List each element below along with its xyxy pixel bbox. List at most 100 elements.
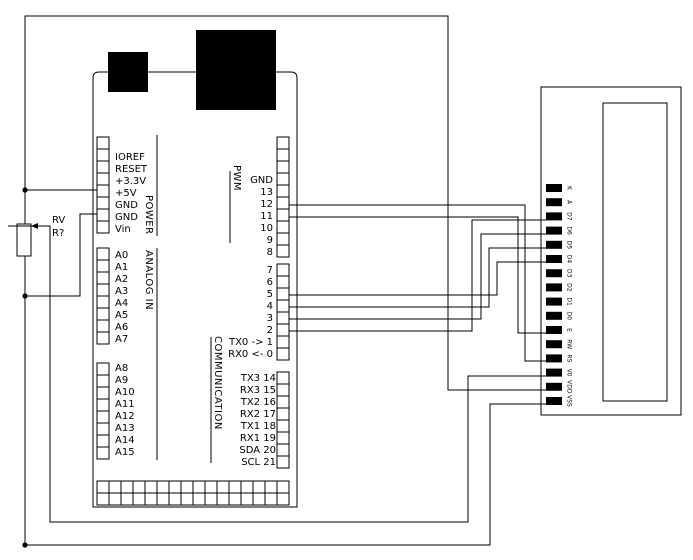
lcd-pin-5 bbox=[546, 255, 562, 263]
lcd-pin-0 bbox=[546, 184, 562, 192]
digital-pin-label: 2 bbox=[267, 325, 273, 336]
analog-pin-label: A15 bbox=[115, 447, 135, 458]
bottom-header-pin-1-13 bbox=[252, 492, 266, 506]
digital-pin-label: RX0 <- 0 bbox=[228, 349, 273, 360]
analog-header-b-pin-3 bbox=[96, 398, 110, 412]
power-pin-label: GND bbox=[115, 200, 138, 211]
bottom-header-pin-0-7 bbox=[180, 480, 194, 494]
lcd-pin-14 bbox=[546, 382, 562, 391]
power-pin-label: +3.3V bbox=[115, 176, 146, 187]
lcd-pin-11 bbox=[546, 340, 562, 349]
analog-pin-label: A3 bbox=[115, 286, 128, 297]
comm-header-pin-5 bbox=[276, 431, 290, 445]
pwm-header-pin-1 bbox=[276, 148, 290, 162]
lcd-pin-9 bbox=[546, 311, 562, 320]
bottom-header-pin-0-8 bbox=[192, 480, 206, 494]
power-header-pin-4 bbox=[96, 184, 110, 198]
lcd-pin-6 bbox=[546, 269, 562, 278]
pwm-header-pin-3 bbox=[276, 172, 290, 186]
pwm-pin-label: 12 bbox=[260, 199, 273, 210]
comm-header-pin-6 bbox=[276, 443, 290, 457]
bottom-header-pin-1-10 bbox=[216, 492, 230, 506]
analog-pin-label: A7 bbox=[115, 334, 128, 345]
bottom-header-pin-0-12 bbox=[240, 480, 254, 494]
bottom-header-pin-1-15 bbox=[276, 492, 290, 506]
junction-dot-0 bbox=[22, 187, 28, 193]
lcd-pin-label: D0 bbox=[566, 312, 573, 321]
lcd-pin-15 bbox=[546, 397, 562, 405]
analog-header-a-pin-2 bbox=[96, 271, 110, 285]
pwm-header-pin-2 bbox=[276, 160, 290, 174]
wire-d7-2 bbox=[289, 219, 546, 332]
bottom-header-pin-0-11 bbox=[228, 480, 242, 494]
analog-header-b-pin-6 bbox=[96, 434, 110, 448]
pwm-header-pin-6 bbox=[276, 208, 290, 222]
power-pin-label: RESET bbox=[115, 164, 148, 175]
analog-pin-label: A9 bbox=[115, 375, 128, 386]
lcd-pin-label: D2 bbox=[566, 283, 573, 292]
bottom-header-pin-1-3 bbox=[132, 492, 146, 506]
comm-header-pin-2 bbox=[276, 395, 290, 409]
comm-header-pin-1 bbox=[276, 383, 290, 397]
analog-header-b-pin-0 bbox=[96, 362, 110, 376]
analog-pin-label: A13 bbox=[115, 423, 135, 434]
lcd-pin-4 bbox=[546, 240, 562, 249]
bottom-header-pin-1-5 bbox=[156, 492, 170, 506]
lcd-pin-label: RS bbox=[566, 354, 573, 362]
bottom-header-pin-0-15 bbox=[276, 480, 290, 494]
analog-pin-label: A6 bbox=[115, 322, 128, 333]
pwm-header-pin-9 bbox=[276, 244, 290, 258]
pot-value: R? bbox=[52, 228, 64, 239]
analog-header-b-pin-5 bbox=[96, 422, 110, 436]
power-header-pin-0 bbox=[96, 136, 110, 150]
lcd-pin-label: D4 bbox=[566, 255, 573, 264]
analog-pin-label: A14 bbox=[115, 435, 135, 446]
lcd-pin-2 bbox=[546, 212, 562, 221]
analog-pin-label: A2 bbox=[115, 274, 128, 285]
bottom-header-pin-1-12 bbox=[240, 492, 254, 506]
analog-pin-label: A8 bbox=[115, 363, 128, 374]
arduino-mega-board: IOREFRESET+3.3V+5VGNDGNDVinA0A1A2A3A4A5A… bbox=[92, 30, 298, 508]
power-section-title: POWER bbox=[143, 195, 154, 235]
pwm-pin-label: 8 bbox=[267, 247, 273, 258]
bottom-header-pin-1-8 bbox=[192, 492, 206, 506]
wiper-arrow bbox=[31, 223, 38, 229]
comm-header-pin-0 bbox=[276, 371, 290, 385]
power-header-pin-7 bbox=[96, 220, 110, 234]
lcd-pin-7 bbox=[546, 283, 562, 292]
comm-pin-label: SCL 21 bbox=[241, 457, 276, 468]
resistor-body bbox=[16, 223, 32, 257]
lcd-pin-label: V0 bbox=[566, 369, 573, 377]
digital-pin-label: 5 bbox=[267, 289, 273, 300]
bottom-header-pin-1-14 bbox=[264, 492, 278, 506]
lcd-pin-3 bbox=[546, 226, 562, 235]
analog-pin-label: A10 bbox=[115, 387, 135, 398]
digital-header-pin-5 bbox=[276, 323, 290, 337]
lcd-pin-label: RW bbox=[566, 339, 573, 349]
lcd-pin-13 bbox=[546, 368, 562, 377]
power-pin-label: IOREF bbox=[115, 152, 145, 163]
digital-header-pin-3 bbox=[276, 299, 290, 313]
wires bbox=[24, 15, 546, 546]
pwm-header-pin-0 bbox=[276, 136, 290, 150]
bottom-header-pin-1-4 bbox=[144, 492, 158, 506]
analog-pin-label: A12 bbox=[115, 411, 135, 422]
analog-header-a-pin-1 bbox=[96, 259, 110, 273]
analog-header-b-pin-7 bbox=[96, 446, 110, 460]
pwm-header-pin-8 bbox=[276, 232, 290, 246]
bottom-header-pin-0-4 bbox=[144, 480, 158, 494]
bottom-header-pin-0-10 bbox=[216, 480, 230, 494]
bottom-header-pin-0-1 bbox=[108, 480, 122, 494]
lcd-pin-label: E bbox=[566, 328, 573, 332]
power-header-pin-5 bbox=[96, 196, 110, 210]
pwm-header-pin-4 bbox=[276, 184, 290, 198]
pwm-pin-label: GND bbox=[250, 175, 273, 186]
comm-pin-label: SDA 20 bbox=[239, 445, 276, 456]
pwm-pin-label: 13 bbox=[260, 187, 273, 198]
lcd-pin-8 bbox=[546, 297, 562, 306]
digital-header-pin-7 bbox=[276, 347, 290, 361]
wire-d5-4 bbox=[289, 247, 546, 308]
analog-header-a-pin-7 bbox=[96, 331, 110, 345]
comm-pin-label: TX2 16 bbox=[240, 397, 276, 408]
power-pin-label: +5V bbox=[115, 188, 137, 199]
